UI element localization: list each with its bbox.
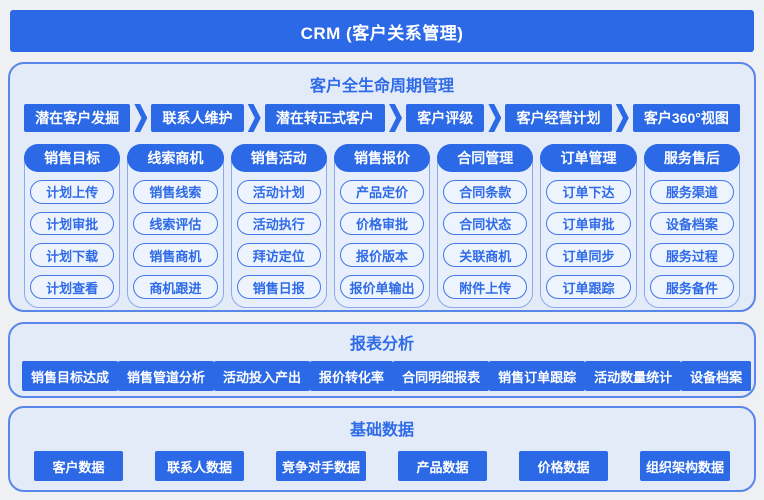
column-header: 合同管理 [437, 144, 534, 172]
module-columns-row: 销售目标 计划上传 计划审批 计划下载 计划查看 线索商机 销售线索 线索评估 … [24, 144, 740, 308]
report-item: 活动投入产出 [214, 361, 311, 391]
chevron-right-icon [488, 104, 502, 132]
module-item: 订单审批 [546, 211, 631, 236]
base-data-items-row: 客户数据 联系人数据 竞争对手数据 产品数据 价格数据 组织架构数据 [34, 451, 731, 481]
report-item: 销售管道分析 [118, 361, 215, 391]
report-item: 销售目标达成 [22, 361, 119, 391]
module-item: 订单下达 [546, 179, 631, 204]
column-leads-opportunity: 线索商机 销售线索 线索评估 销售商机 商机跟进 [127, 144, 224, 308]
module-item: 订单跟踪 [546, 275, 631, 300]
lifecycle-step-customer-360-view: 客户360°视图 [632, 104, 741, 132]
lifecycle-panel-title: 客户全生命周期管理 [309, 78, 454, 95]
module-item: 服务备件 [649, 275, 734, 300]
module-item: 活动执行 [236, 211, 321, 236]
report-item: 报价转化率 [310, 361, 394, 391]
module-item: 计划下载 [30, 243, 115, 268]
module-item: 商机跟进 [133, 275, 218, 300]
module-item: 销售日报 [236, 275, 321, 300]
column-header: 订单管理 [540, 144, 637, 172]
chevron-right-icon [615, 104, 629, 132]
lifecycle-steps-row: 潜在客户发掘 联系人维护 潜在转正式客户 客户评级 客户经营计划 客户360°视… [24, 104, 741, 132]
column-order-management: 订单管理 订单下达 订单审批 订单同步 订单跟踪 [540, 144, 637, 308]
module-item: 设备档案 [649, 211, 734, 236]
reports-items-row: 销售目标达成 销售管道分析 活动投入产出 报价转化率 合同明细报表 销售订单跟踪… [22, 361, 752, 391]
chevron-right-icon [247, 104, 261, 132]
module-item: 计划上传 [30, 179, 115, 204]
module-item: 报价单输出 [339, 275, 425, 300]
module-item: 计划审批 [30, 211, 115, 236]
module-item: 销售商机 [133, 243, 218, 268]
reports-panel: 报表分析 销售目标达成 销售管道分析 活动投入产出 报价转化率 合同明细报表 销… [8, 322, 756, 398]
column-header: 服务售后 [643, 144, 740, 172]
lifecycle-step-business-plan: 客户经营计划 [505, 104, 612, 132]
module-item: 拜访定位 [236, 243, 321, 268]
module-item: 价格审批 [339, 211, 425, 236]
module-item: 活动计划 [236, 179, 321, 204]
diagram-title-banner: CRM (客户关系管理) [10, 10, 754, 52]
base-data-item: 组织架构数据 [640, 451, 731, 481]
lifecycle-step-prospect-discovery: 潜在客户发掘 [24, 104, 131, 132]
column-sales-goal: 销售目标 计划上传 计划审批 计划下载 计划查看 [24, 144, 121, 308]
base-data-item: 价格数据 [519, 451, 609, 481]
report-item: 设备档案 [681, 361, 752, 391]
column-contract-management: 合同管理 合同条款 合同状态 关联商机 附件上传 [437, 144, 534, 308]
chevron-right-icon [134, 104, 148, 132]
module-item: 关联商机 [443, 243, 528, 268]
base-data-item: 竞争对手数据 [276, 451, 367, 481]
module-item: 合同状态 [443, 211, 528, 236]
module-item: 合同条款 [443, 179, 528, 204]
column-header: 销售报价 [333, 144, 431, 172]
module-item: 附件上传 [443, 275, 528, 300]
lifecycle-panel: 客户全生命周期管理 潜在客户发掘 联系人维护 潜在转正式客户 客户评级 客户经营… [8, 62, 756, 312]
lifecycle-step-customer-rating: 客户评级 [406, 104, 485, 132]
module-item: 计划查看 [30, 275, 115, 300]
base-data-item: 客户数据 [34, 451, 123, 481]
base-data-panel: 基础数据 客户数据 联系人数据 竞争对手数据 产品数据 价格数据 组织架构数据 [8, 406, 756, 492]
lifecycle-step-contact-maintenance: 联系人维护 [151, 104, 244, 132]
base-data-item: 联系人数据 [155, 451, 244, 481]
module-item: 服务过程 [649, 243, 734, 268]
column-header: 销售目标 [24, 144, 121, 172]
column-after-sales-service: 服务售后 服务渠道 设备档案 服务过程 服务备件 [643, 144, 740, 308]
base-data-item: 产品数据 [398, 451, 488, 481]
reports-panel-title: 报表分析 [349, 336, 414, 353]
column-header: 线索商机 [127, 144, 224, 172]
module-item: 销售线索 [133, 179, 218, 204]
chevron-right-icon [389, 104, 403, 132]
base-data-panel-title: 基础数据 [349, 422, 414, 439]
module-item: 服务渠道 [649, 179, 734, 204]
lifecycle-step-prospect-conversion: 潜在转正式客户 [264, 104, 386, 132]
diagram-title: CRM (客户关系管理) [300, 23, 464, 43]
module-item: 订单同步 [546, 243, 631, 268]
module-item: 报价版本 [339, 243, 425, 268]
report-item: 合同明细报表 [393, 361, 490, 391]
column-sales-quote: 销售报价 产品定价 价格审批 报价版本 报价单输出 [333, 144, 431, 308]
column-header: 销售活动 [230, 144, 327, 172]
module-item: 线索评估 [133, 211, 218, 236]
report-item: 活动数量统计 [585, 361, 682, 391]
column-sales-activity: 销售活动 活动计划 活动执行 拜访定位 销售日报 [230, 144, 327, 308]
report-item: 销售订单跟踪 [489, 361, 586, 391]
module-item: 产品定价 [339, 179, 425, 204]
